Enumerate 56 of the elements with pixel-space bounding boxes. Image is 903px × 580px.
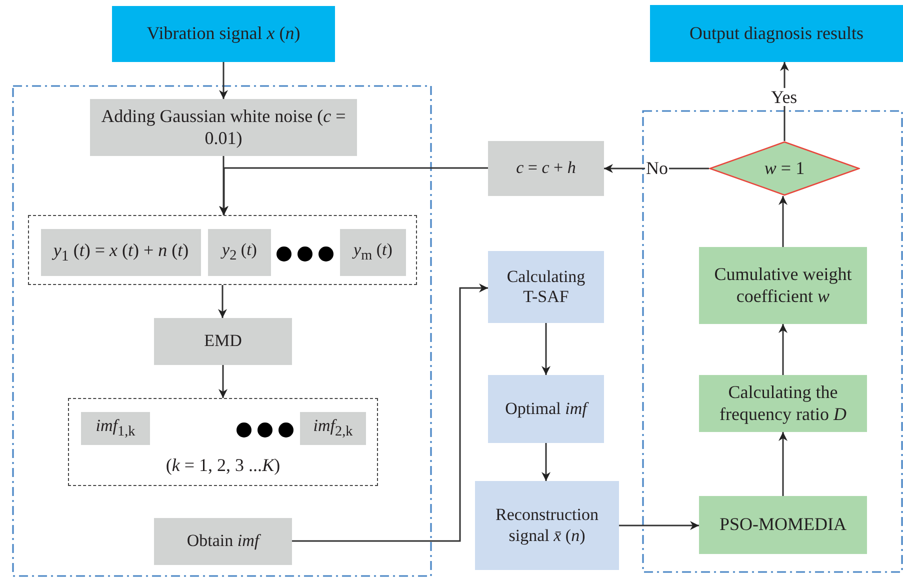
arrow [778, 432, 788, 496]
arrow [778, 196, 788, 247]
box-label: y$_{1}$ (t) = x (t) + n (t) [53, 240, 189, 266]
dashed-group-frame [68, 398, 378, 486]
arrow [778, 324, 788, 375]
arrow [218, 285, 227, 318]
arrow [220, 167, 488, 215]
box-label: w = 1 [764, 158, 805, 180]
arrow [604, 164, 709, 173]
process-box [154, 518, 292, 565]
box-label: Cumulative weight coefficient w [713, 264, 853, 308]
box-label: Output diagnosis results [690, 22, 864, 44]
decision-diamond [709, 141, 860, 196]
box-label: PSO-MOMEDIA [719, 514, 846, 536]
dash-dot-group-frame [642, 110, 903, 573]
edge-label: Yes [770, 88, 798, 106]
process-box [488, 141, 604, 196]
process-box [41, 229, 201, 276]
process-box [81, 412, 150, 445]
process-box [699, 496, 867, 554]
box-label: imf$_{2,k}$ [313, 416, 353, 441]
terminal-box [112, 6, 335, 62]
process-box [340, 229, 406, 276]
arrow [219, 156, 228, 215]
arrow [292, 284, 488, 542]
process-box [208, 229, 271, 276]
arrow [542, 323, 550, 375]
edge-label: No [645, 159, 669, 177]
process-box [488, 251, 604, 323]
box-label: c = c + h [516, 158, 576, 179]
arrow [219, 62, 228, 99]
box-label: y$_{m}$ (t) [354, 240, 392, 265]
box-label: Obtain imf [186, 531, 260, 552]
process-box [699, 375, 867, 432]
arrow [218, 365, 228, 398]
box-label: Calculating the frequency ratio D [718, 382, 848, 426]
process-box [475, 481, 619, 570]
process-box [300, 412, 366, 445]
arrow [619, 521, 699, 530]
arrow [542, 443, 550, 481]
box-label: Calculating T-SAF [506, 266, 586, 308]
process-box [699, 247, 867, 324]
process-box [154, 318, 292, 365]
group-caption: (k = 1, 2, 3 ...K) [166, 455, 280, 477]
box-label: Reconstruction signal x̄ (n) [494, 505, 600, 546]
box-label: Optimal imf [505, 398, 587, 420]
terminal-box [650, 5, 903, 62]
box-label: Vibration signal x (n) [146, 23, 300, 45]
box-label: y$_{2}$ (t) [222, 240, 257, 265]
process-box [90, 99, 357, 156]
process-box [488, 375, 604, 443]
box-label: Adding Gaussian white noise (c = 0.01) [100, 106, 347, 150]
dash-dot-group-frame [12, 85, 432, 577]
box-label: EMD [204, 331, 242, 352]
box-label: imf$_{1,k}$ [96, 416, 136, 441]
dashed-group-frame [28, 215, 417, 285]
